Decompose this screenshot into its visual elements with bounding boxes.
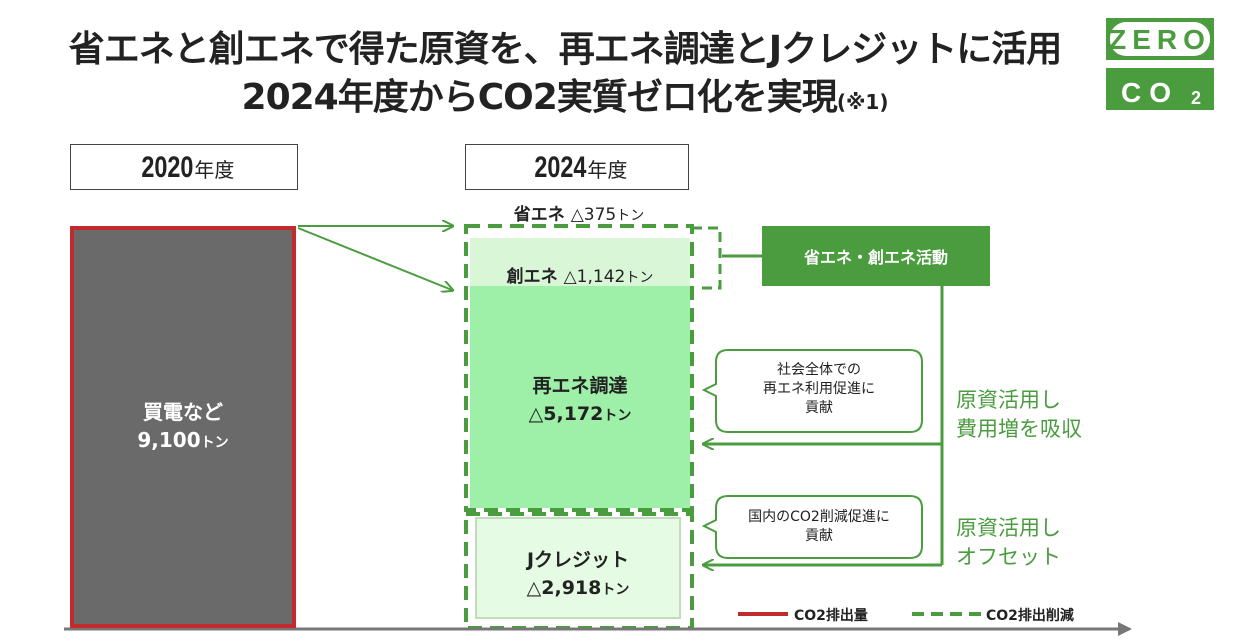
bar-2020-unit: トン	[200, 434, 229, 451]
saiene-dashed-outline	[464, 224, 694, 512]
title-line-1: 省エネと創エネで得た原資を、再エネ調達とJクレジットに活用	[68, 29, 1062, 70]
jcredit-label-block: Jクレジット △2,918トン	[476, 546, 680, 604]
bubble-1-line-3: 貢献	[805, 400, 833, 416]
title-line-2: 2024年度からCO2実質ゼロ化を実現(※1)	[40, 68, 1090, 120]
logo-zero-text: ZERO	[1109, 24, 1211, 55]
saiene-unit: トン	[603, 408, 632, 424]
bar-2020-label: 買電など	[143, 399, 223, 424]
logo-top-pill	[1110, 22, 1210, 56]
side-label-1: 原資活用し 費用増を吸収	[956, 386, 1082, 444]
bubble-2-text: 国内のCO2削減促進に 貢献	[716, 508, 922, 546]
logo-sub-text: 2	[1191, 88, 1201, 108]
bubble-1	[701, 349, 923, 433]
bubble-1-line-2: 再エネ利用促進に	[763, 381, 875, 397]
bubble-1-text: 社会全体での 再エネ利用促進に 貢献	[716, 361, 922, 418]
bubble-2-line-2: 貢献	[805, 528, 833, 544]
zero-co2-logo: ZERO CO 2	[1106, 18, 1214, 110]
souene-label: 創エネ	[506, 267, 558, 287]
bracket-dashed	[692, 226, 722, 290]
title-main: 2024年度からCO2実質ゼロ化を実現	[241, 77, 838, 118]
jcredit-label: Jクレジット	[526, 549, 630, 571]
jcredit-fill	[475, 517, 681, 619]
legend-reduction-text: CO2排出削減	[986, 608, 1074, 624]
side-label-1-line-1: 原資活用し	[956, 388, 1061, 412]
bar-2020-value-row: 9,100トン	[137, 426, 228, 457]
saiene-value-row: △5,172トン	[470, 400, 690, 430]
saiene-fill	[470, 286, 690, 508]
logo-co-text: CO	[1121, 77, 1179, 108]
year-2020-number: 2020	[140, 151, 194, 184]
saiene-label: 再エネ調達	[532, 375, 628, 397]
year-2024-unit: 年度	[587, 158, 628, 182]
jcredit-value-row: △2,918トン	[476, 574, 680, 604]
saiene-value: △5,172	[528, 403, 604, 425]
legend-emissions-text: CO2排出量	[794, 608, 868, 624]
side-label-2: 原資活用し オフセット	[956, 514, 1061, 572]
year-2020-unit: 年度	[194, 158, 235, 182]
activity-box: 省エネ・創エネ活動	[762, 226, 990, 286]
bar-2020-emissions: 買電など 9,100トン	[70, 226, 296, 628]
bubble-1-line-1: 社会全体での	[777, 362, 861, 378]
year-2024-number: 2024	[533, 151, 587, 184]
title-footnote: (※1)	[836, 90, 889, 114]
jcredit-value: △2,918	[526, 577, 602, 599]
bubble-2	[701, 495, 923, 559]
shoene-label-row: 省エネ △375トン	[466, 200, 692, 225]
saiene-label-block: 再エネ調達 △5,172トン	[470, 372, 690, 430]
souene-unit: トン	[625, 270, 654, 286]
souene-fill	[470, 238, 690, 286]
shoene-value: △375	[570, 205, 617, 225]
souene-label-row: 創エネ △1,142トン	[470, 262, 690, 287]
shoene-unit: トン	[616, 208, 645, 224]
bar-2020-value: 9,100	[137, 427, 201, 452]
arrow-to-souene	[297, 227, 452, 290]
shoene-label: 省エネ	[513, 205, 565, 225]
side-label-2-line-2: オフセット	[956, 545, 1061, 569]
side-label-2-line-1: 原資活用し	[956, 516, 1061, 540]
jcredit-unit: トン	[601, 582, 630, 598]
souene-value: △1,142	[563, 267, 626, 287]
side-label-1-line-2: 費用増を吸収	[956, 417, 1082, 441]
bubble-2-line-1: 国内のCO2削減促進に	[748, 509, 890, 525]
